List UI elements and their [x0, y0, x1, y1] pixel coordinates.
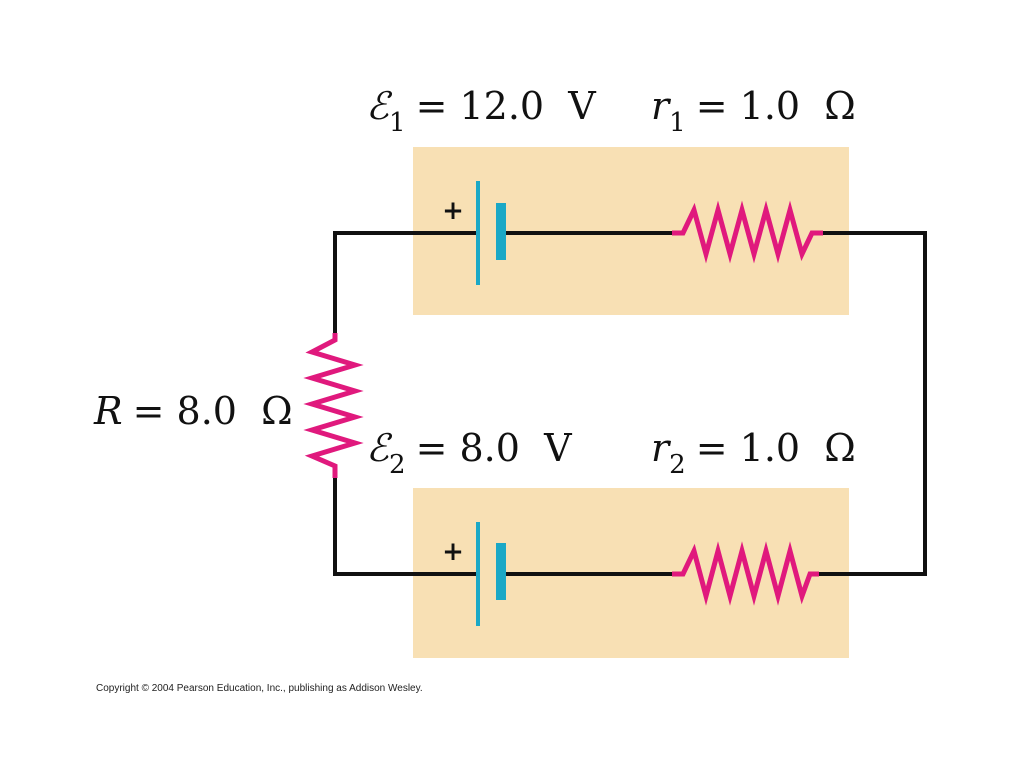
r1-label: r1 = 1.0 Ω [651, 84, 856, 138]
r1-value: = 1.0 Ω [696, 84, 856, 128]
battery-2-plus-sign: + [442, 537, 464, 567]
r1-symbol: r [651, 84, 672, 128]
internal-resistor-1 [672, 200, 823, 264]
r2-symbol: r [651, 426, 672, 470]
emf2-subscript: 2 [389, 450, 406, 480]
wires [333, 231, 927, 576]
emf1-subscript: 1 [389, 108, 406, 138]
emf1-value: = 12.0 V [416, 84, 597, 128]
battery-2 [476, 522, 506, 626]
wire-right [819, 231, 927, 576]
battery-2-negative-plate [496, 543, 506, 600]
battery-1-negative-plate [496, 203, 506, 260]
emf2-symbol: ℰ [366, 426, 393, 470]
emf1-symbol: ℰ [366, 84, 393, 128]
r1-subscript: 1 [669, 108, 686, 138]
R-symbol: R [93, 389, 123, 433]
r2-subscript: 2 [669, 450, 686, 480]
emf2-value: = 8.0 V [416, 426, 573, 470]
internal-resistor-2 [672, 541, 819, 606]
battery-1-plus-sign: + [442, 196, 464, 226]
emf2-label: ℰ2 = 8.0 V [366, 426, 572, 480]
wire-top-left [333, 231, 478, 333]
copyright-notice: Copyright © 2004 Pearson Education, Inc.… [96, 683, 423, 694]
load-resistor [303, 333, 364, 478]
R-label: R= 8.0 Ω [93, 389, 293, 433]
wire-bottom-left [333, 478, 478, 576]
r2-label: r2 = 1.0 Ω [651, 426, 856, 480]
r2-value: = 1.0 Ω [696, 426, 856, 470]
emf1-label: ℰ1 = 12.0 V [366, 84, 596, 138]
battery-1 [476, 181, 506, 285]
R-value: = 8.0 Ω [133, 389, 293, 433]
